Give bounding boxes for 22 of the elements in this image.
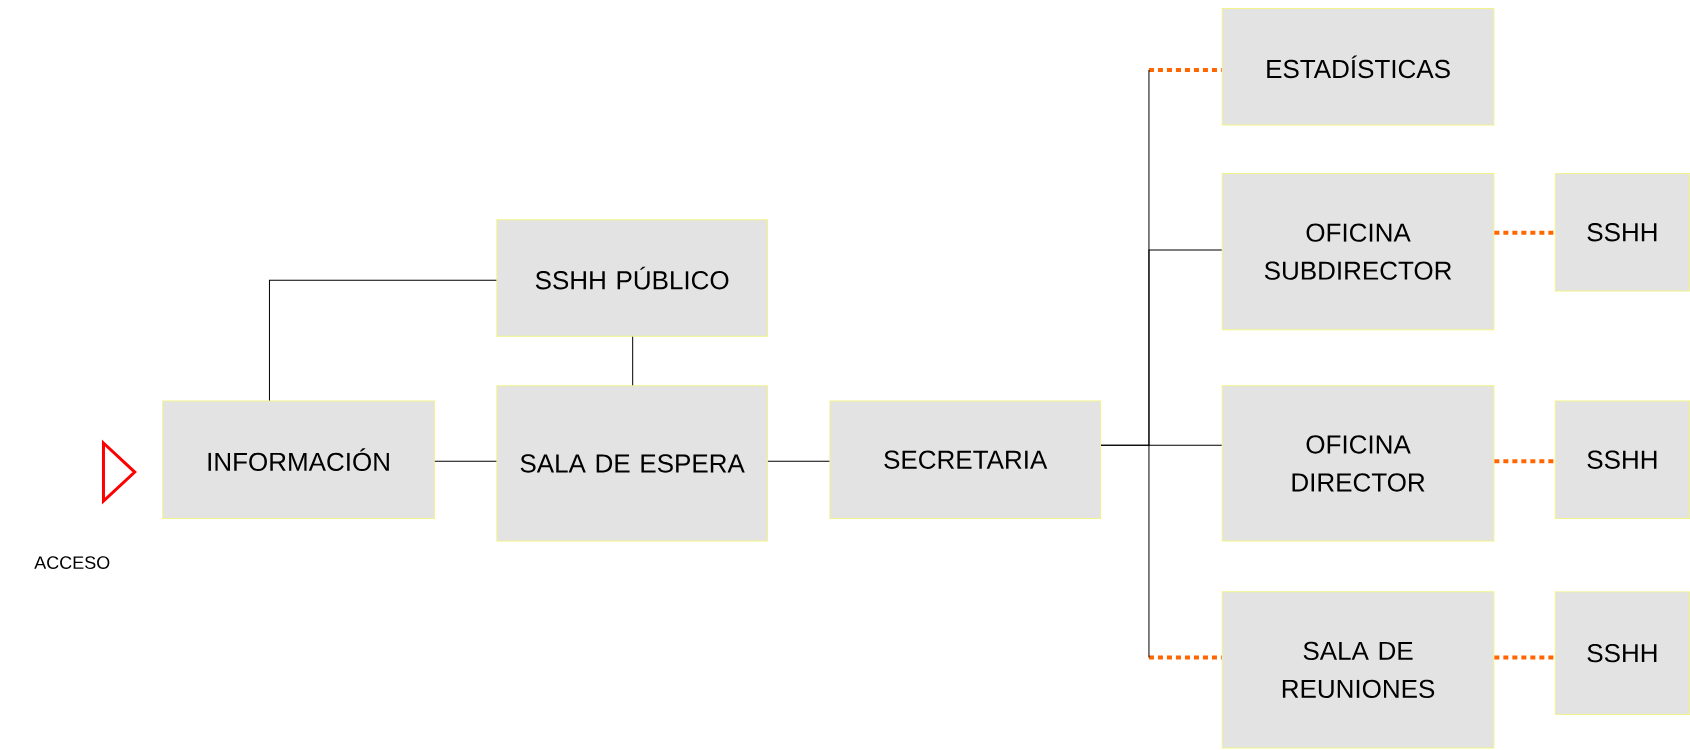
room-box: OFICINA DIRECTOR xyxy=(1221,385,1495,542)
connector-line xyxy=(1494,459,1555,464)
connector-line xyxy=(1148,68,1222,73)
room-box: ESTADÍSTICAS xyxy=(1221,8,1495,126)
connector-line xyxy=(632,336,634,386)
connector-line xyxy=(1100,444,1223,446)
room-box: SALA DE REUNIONES xyxy=(1221,591,1495,749)
room-box: SECRETARIA xyxy=(829,400,1101,519)
entrance-label: ACCESO xyxy=(34,556,110,569)
connector-line xyxy=(1494,230,1555,235)
connector-line xyxy=(767,460,830,462)
connector-line xyxy=(1494,655,1555,660)
room-box: SALA DE ESPERA xyxy=(496,385,768,542)
room-box: SSHH PÚBLICO xyxy=(496,219,768,337)
connector-line xyxy=(434,460,497,462)
room-box: SSHH xyxy=(1554,400,1690,519)
connector-line xyxy=(268,279,497,401)
room-box: OFICINA SUBDIRECTOR xyxy=(1221,173,1495,331)
room-box: SSHH xyxy=(1554,173,1690,292)
room-box: SSHH xyxy=(1554,591,1690,716)
connector-line xyxy=(1148,655,1222,660)
room-box: INFORMACIÓN xyxy=(162,400,435,519)
